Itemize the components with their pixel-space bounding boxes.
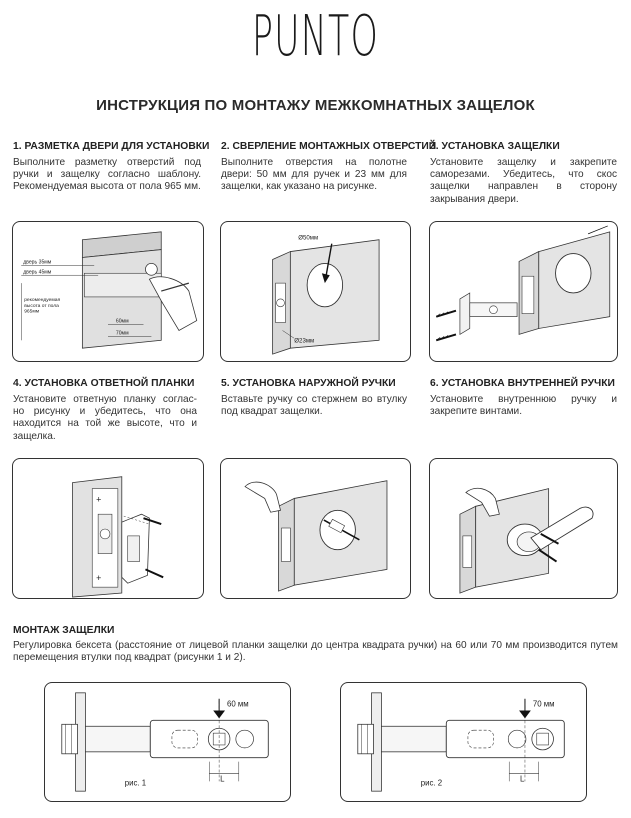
figure-2-caption: рис. 2 bbox=[421, 778, 442, 787]
step-3-illustration bbox=[429, 221, 618, 362]
brand-logo: PUNTO bbox=[251, 4, 380, 69]
step-1-text: Выполните разметку отверстий под ручки и… bbox=[13, 157, 201, 193]
latch-figure-1: 60 мм L рис. 1 bbox=[44, 682, 291, 802]
mounting-text: Регулировка бексета (расстояние от лицев… bbox=[13, 640, 618, 664]
figure-1-caption: рис. 1 bbox=[125, 778, 146, 787]
step-2-title: 2. СВЕРЛЕНИЕ МОНТАЖНЫХ ОТВЕРСТИЙ bbox=[221, 141, 437, 152]
step-1-illustration: дверь 35мм дверь 45мм рекомендуемая высо… bbox=[12, 221, 204, 362]
step-3-title: 3. УСТАНОВКА ЗАЩЕЛКИ bbox=[430, 141, 560, 152]
label-door-45: дверь 45мм bbox=[23, 269, 52, 275]
step-6-text: Установите внутреннюю ручку и закрепите … bbox=[430, 394, 617, 418]
svg-text:+: + bbox=[96, 573, 101, 583]
latch-70mm-drawing: 70 мм L рис. 2 bbox=[357, 692, 565, 792]
door-marking-drawing: дверь 35мм дверь 45мм рекомендуемая высо… bbox=[21, 231, 198, 349]
step-6-illustration bbox=[429, 458, 618, 599]
step-5-text: Вставьте ручку со стержнем во втулку под… bbox=[221, 394, 407, 418]
label-height-2: высота от пола bbox=[24, 304, 59, 309]
figure-2-dimension: 70 мм bbox=[533, 700, 555, 709]
figure-1-marker: L bbox=[220, 774, 225, 783]
label-70mm: 70мм bbox=[116, 330, 129, 336]
step-5-illustration bbox=[220, 458, 411, 599]
door-drilling-drawing: Ø50мм Ø23мм bbox=[272, 235, 380, 355]
mounting-title: МОНТАЖ ЗАЩЕЛКИ bbox=[13, 625, 115, 636]
svg-text:+: + bbox=[96, 494, 101, 504]
outer-handle-drawing bbox=[244, 480, 388, 592]
step-2-illustration: Ø50мм Ø23мм bbox=[220, 221, 411, 362]
label-diameter-23: Ø23мм bbox=[294, 337, 314, 344]
latch-install-drawing bbox=[435, 225, 611, 342]
step-4-title: 4. УСТАНОВКА ОТВЕТНОЙ ПЛАНКИ bbox=[13, 378, 195, 389]
inner-handle-drawing bbox=[459, 487, 594, 594]
step-6-title: 6. УСТАНОВКА ВНУТРЕННЕЙ РУЧКИ bbox=[430, 378, 615, 389]
step-1-title: 1. РАЗМЕТКА ДВЕРИ ДЛЯ УСТАНОВКИ bbox=[13, 141, 210, 152]
figure-1-dimension: 60 мм bbox=[227, 700, 249, 709]
label-door-35: дверь 35мм bbox=[23, 259, 52, 265]
step-3-text: Установите защелку и закрепите саморезам… bbox=[430, 157, 617, 205]
label-diameter-50: Ø50мм bbox=[298, 235, 318, 242]
latch-60mm-drawing: 60 мм L рис. 1 bbox=[61, 692, 269, 792]
strike-plate-drawing: + + bbox=[72, 476, 164, 598]
figure-2-marker: L bbox=[520, 774, 525, 783]
page-title: ИНСТРУКЦИЯ ПО МОНТАЖУ МЕЖКОМНАТНЫХ ЗАЩЕЛ… bbox=[96, 97, 535, 114]
latch-figure-2: 70 мм L рис. 2 bbox=[340, 682, 587, 802]
step-2-text: Выполните отверстия на полотне двери: 50… bbox=[221, 157, 407, 193]
label-height-1: рекомендуемая bbox=[24, 298, 60, 303]
step-4-text: Установите ответную планку соглас- но ри… bbox=[13, 394, 197, 442]
step-4-illustration: + + bbox=[12, 458, 204, 599]
label-height-3: 965мм bbox=[24, 309, 40, 315]
label-60mm: 60мм bbox=[116, 319, 129, 325]
step-5-title: 5. УСТАНОВКА НАРУЖНОЙ РУЧКИ bbox=[221, 378, 396, 389]
